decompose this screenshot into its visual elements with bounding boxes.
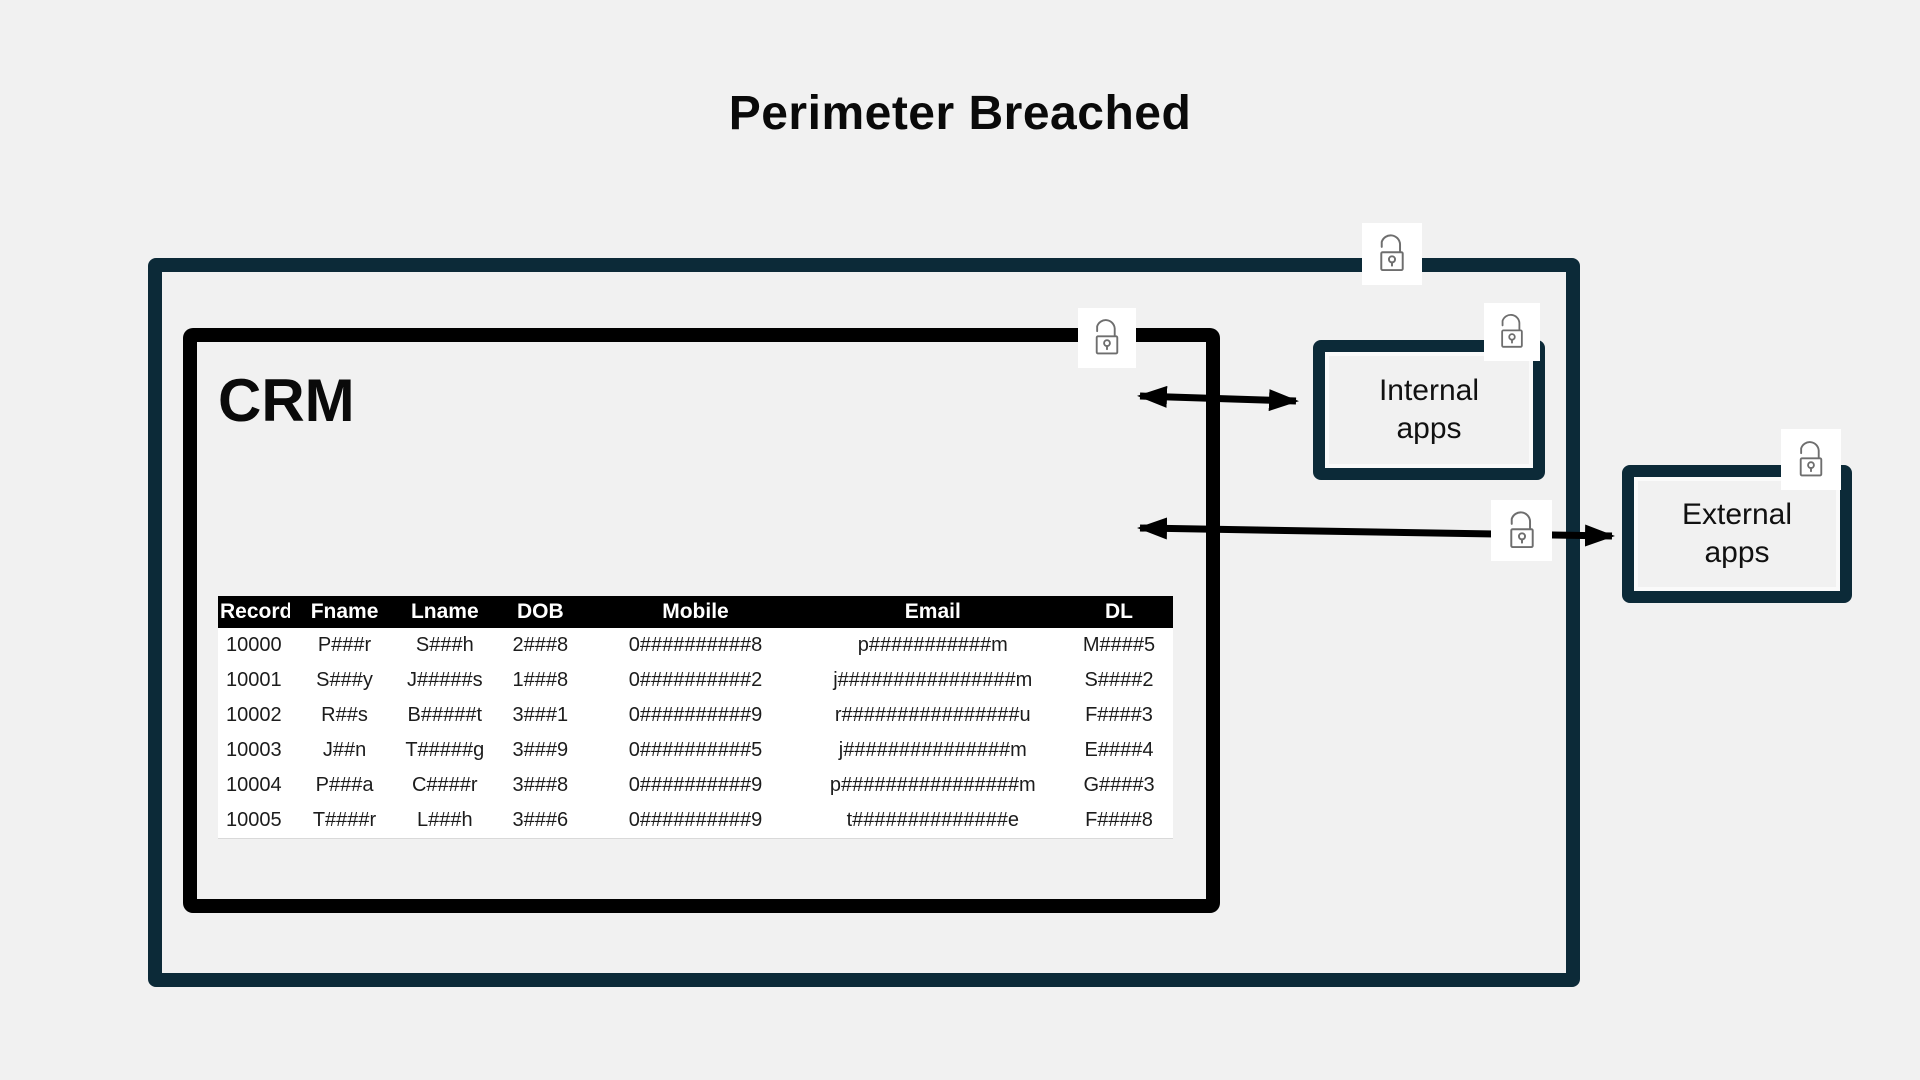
table-cell: 0##########9: [590, 768, 801, 803]
page-title: Perimeter Breached: [728, 87, 1192, 140]
table-cell: 2###8: [490, 628, 591, 663]
table-cell: E####4: [1065, 733, 1173, 768]
internal-apps-box: Internal apps: [1313, 340, 1545, 480]
table-header-cell: DL: [1065, 596, 1173, 628]
perimeter-boundary: [148, 258, 1580, 987]
table-cell: 1###8: [490, 663, 591, 698]
table-header-cell: Lname: [399, 596, 491, 628]
table-cell: 3###8: [490, 768, 591, 803]
table-header-cell: Record: [218, 596, 290, 628]
table-cell: J#####s: [399, 663, 491, 698]
table-cell: L###h: [399, 803, 491, 839]
crm-box: [183, 328, 1220, 913]
table-cell: F####8: [1065, 803, 1173, 839]
table-cell: r################u: [800, 698, 1066, 733]
table-cell: 10001: [218, 663, 290, 698]
table-cell: S###h: [399, 628, 491, 663]
table-cell: 0##########9: [590, 698, 801, 733]
table-cell: 0##########5: [590, 733, 801, 768]
table-cell: C####r: [399, 768, 491, 803]
table-cell: 10002: [218, 698, 290, 733]
table-cell: R##s: [289, 698, 400, 733]
unlocked-padlock-icon-internal-apps: [1484, 303, 1540, 361]
unlocked-padlock-icon-external-arrow: [1491, 500, 1552, 561]
table-header-cell: DOB: [490, 596, 591, 628]
table-cell: P###a: [289, 768, 400, 803]
table-cell: T#####g: [399, 733, 491, 768]
table-cell: 3###6: [490, 803, 591, 839]
table-cell: G####3: [1065, 768, 1173, 803]
external-apps-label: External apps: [1681, 498, 1793, 569]
table-cell: 10004: [218, 768, 290, 803]
table-cell: 0##########2: [590, 663, 801, 698]
crm-label: CRM: [218, 367, 355, 434]
table-cell: P###r: [289, 628, 400, 663]
table-cell: 10003: [218, 733, 290, 768]
table-cell: M####5: [1065, 628, 1173, 663]
table-cell: p###########m: [800, 628, 1066, 663]
table-cell: p################m: [800, 768, 1066, 803]
table-cell: t##############e: [800, 803, 1066, 839]
table-header-cell: Email: [800, 596, 1066, 628]
table-cell: 10000: [218, 628, 290, 663]
table-cell: 0##########8: [590, 628, 801, 663]
unlocked-padlock-icon-perimeter: [1362, 223, 1422, 285]
table-cell: B#####t: [399, 698, 491, 733]
unlocked-padlock-icon-crm: [1078, 308, 1136, 368]
table-cell: j################m: [800, 663, 1066, 698]
table-cell: J##n: [289, 733, 400, 768]
table-cell: T####r: [289, 803, 400, 839]
table-cell: 0##########9: [590, 803, 801, 839]
table-cell: S###y: [289, 663, 400, 698]
unlocked-padlock-icon-external-apps: [1781, 429, 1841, 490]
internal-apps-label: Internal apps: [1378, 374, 1480, 445]
table-cell: F####3: [1065, 698, 1173, 733]
table-cell: 3###9: [490, 733, 591, 768]
table-cell: 10005: [218, 803, 290, 839]
table-header-cell: Mobile: [590, 596, 801, 628]
table-cell: 3###1: [490, 698, 591, 733]
table-cell: j###############m: [800, 733, 1066, 768]
table-header-cell: Fname: [289, 596, 400, 628]
table-cell: S####2: [1065, 663, 1173, 698]
